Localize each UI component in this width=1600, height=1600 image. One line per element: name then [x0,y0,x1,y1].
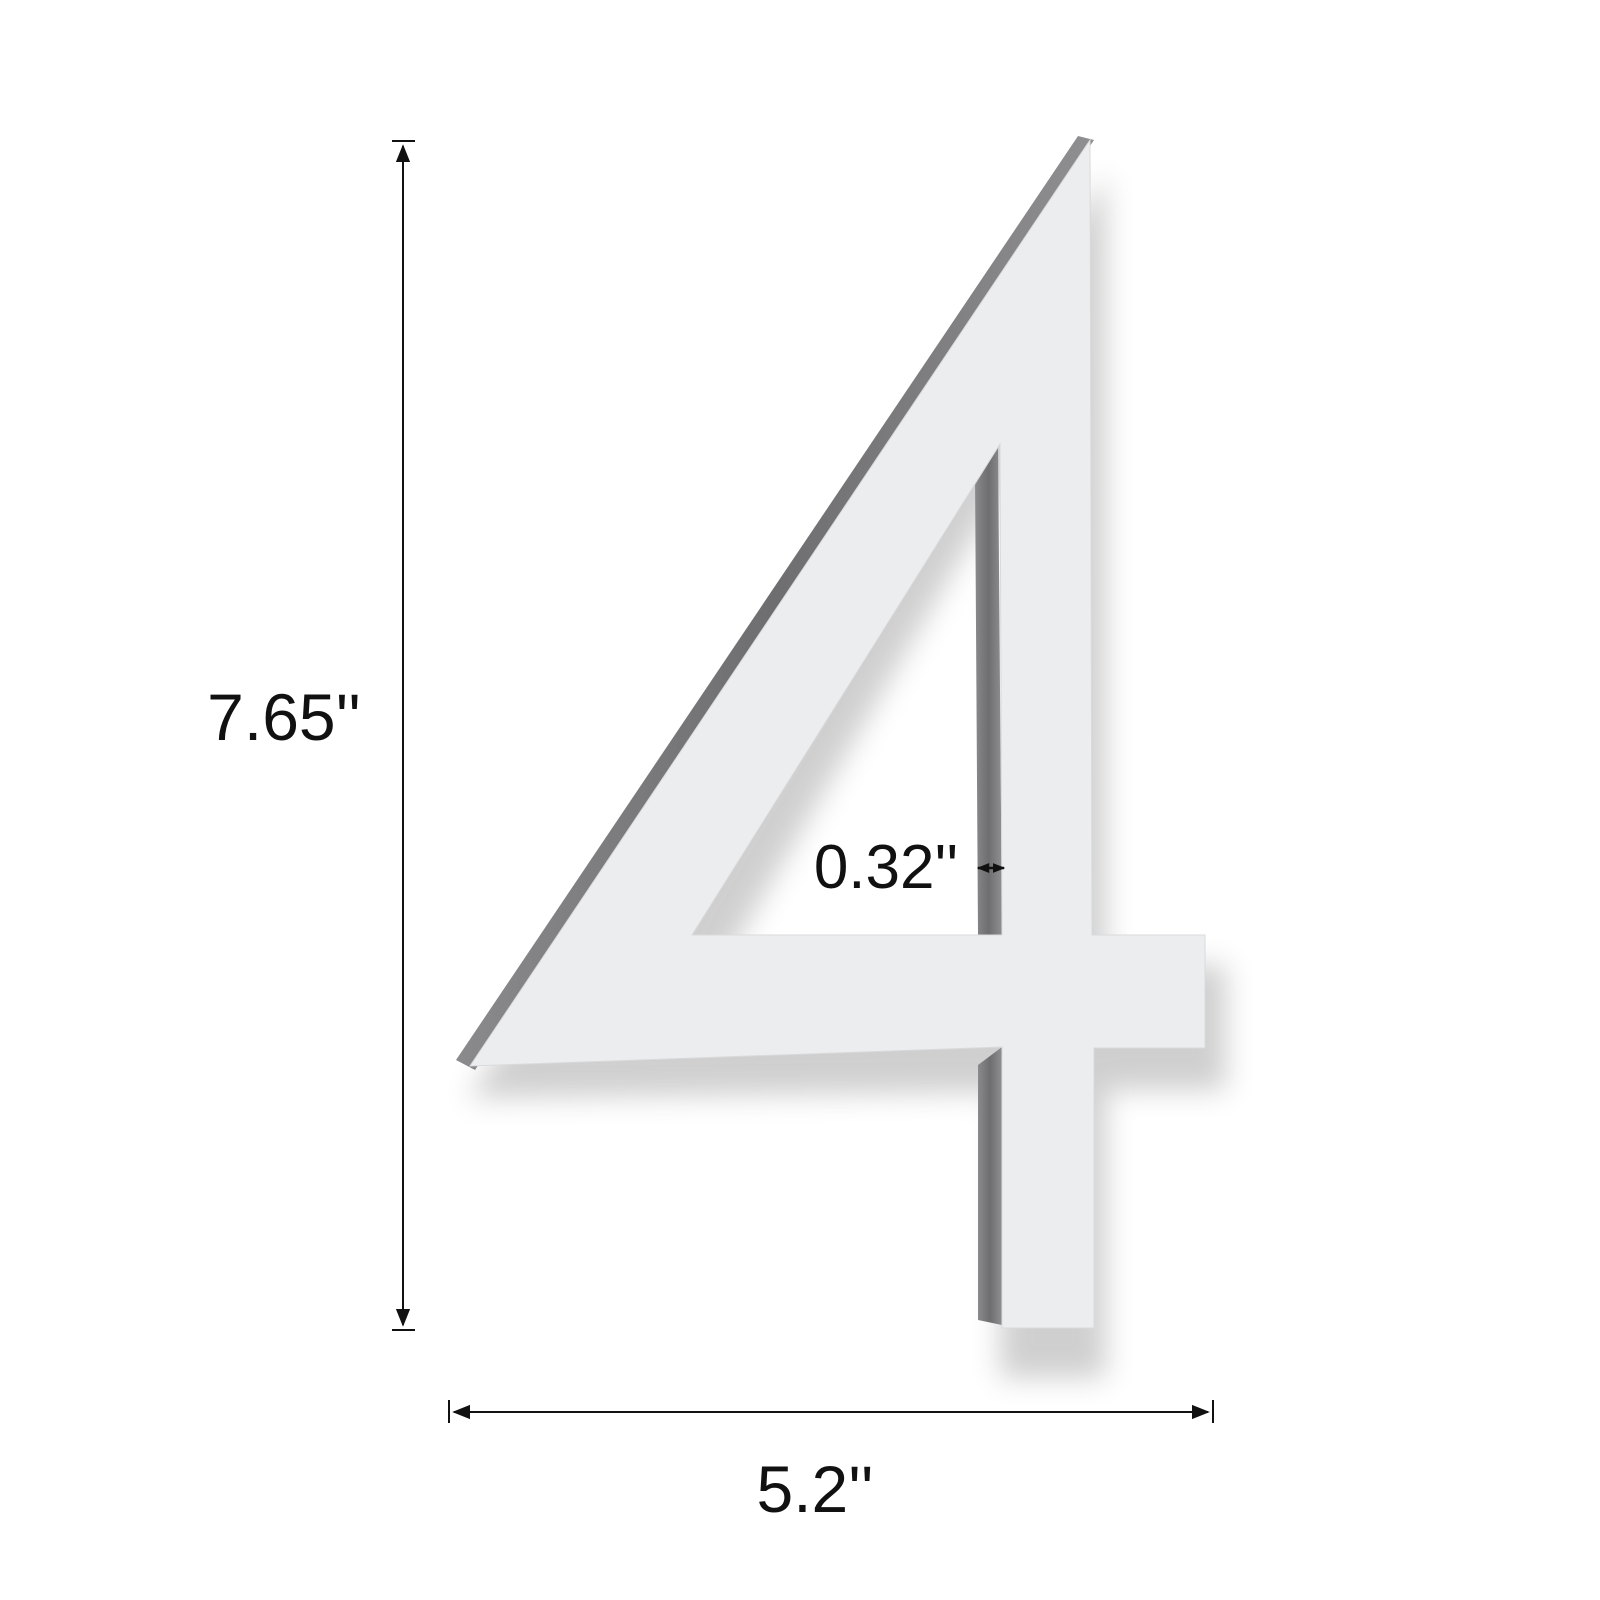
numeral-inner-edge [975,444,1002,935]
numeral-left-edge [456,136,1094,1070]
height-label: 7.65'' [207,680,361,754]
height-dimension: 7.65'' [207,140,415,1331]
width-label: 5.2'' [757,1452,874,1526]
numeral-edge [456,136,1094,1325]
thickness-dimension: 0.32'' [814,833,1006,902]
numeral-shadow [468,175,1226,1378]
numeral-stem-edge [978,1047,1002,1325]
numeral-four-face [469,138,1206,1329]
width-dimension: 5.2'' [448,1400,1214,1526]
thickness-label: 0.32'' [814,833,958,902]
